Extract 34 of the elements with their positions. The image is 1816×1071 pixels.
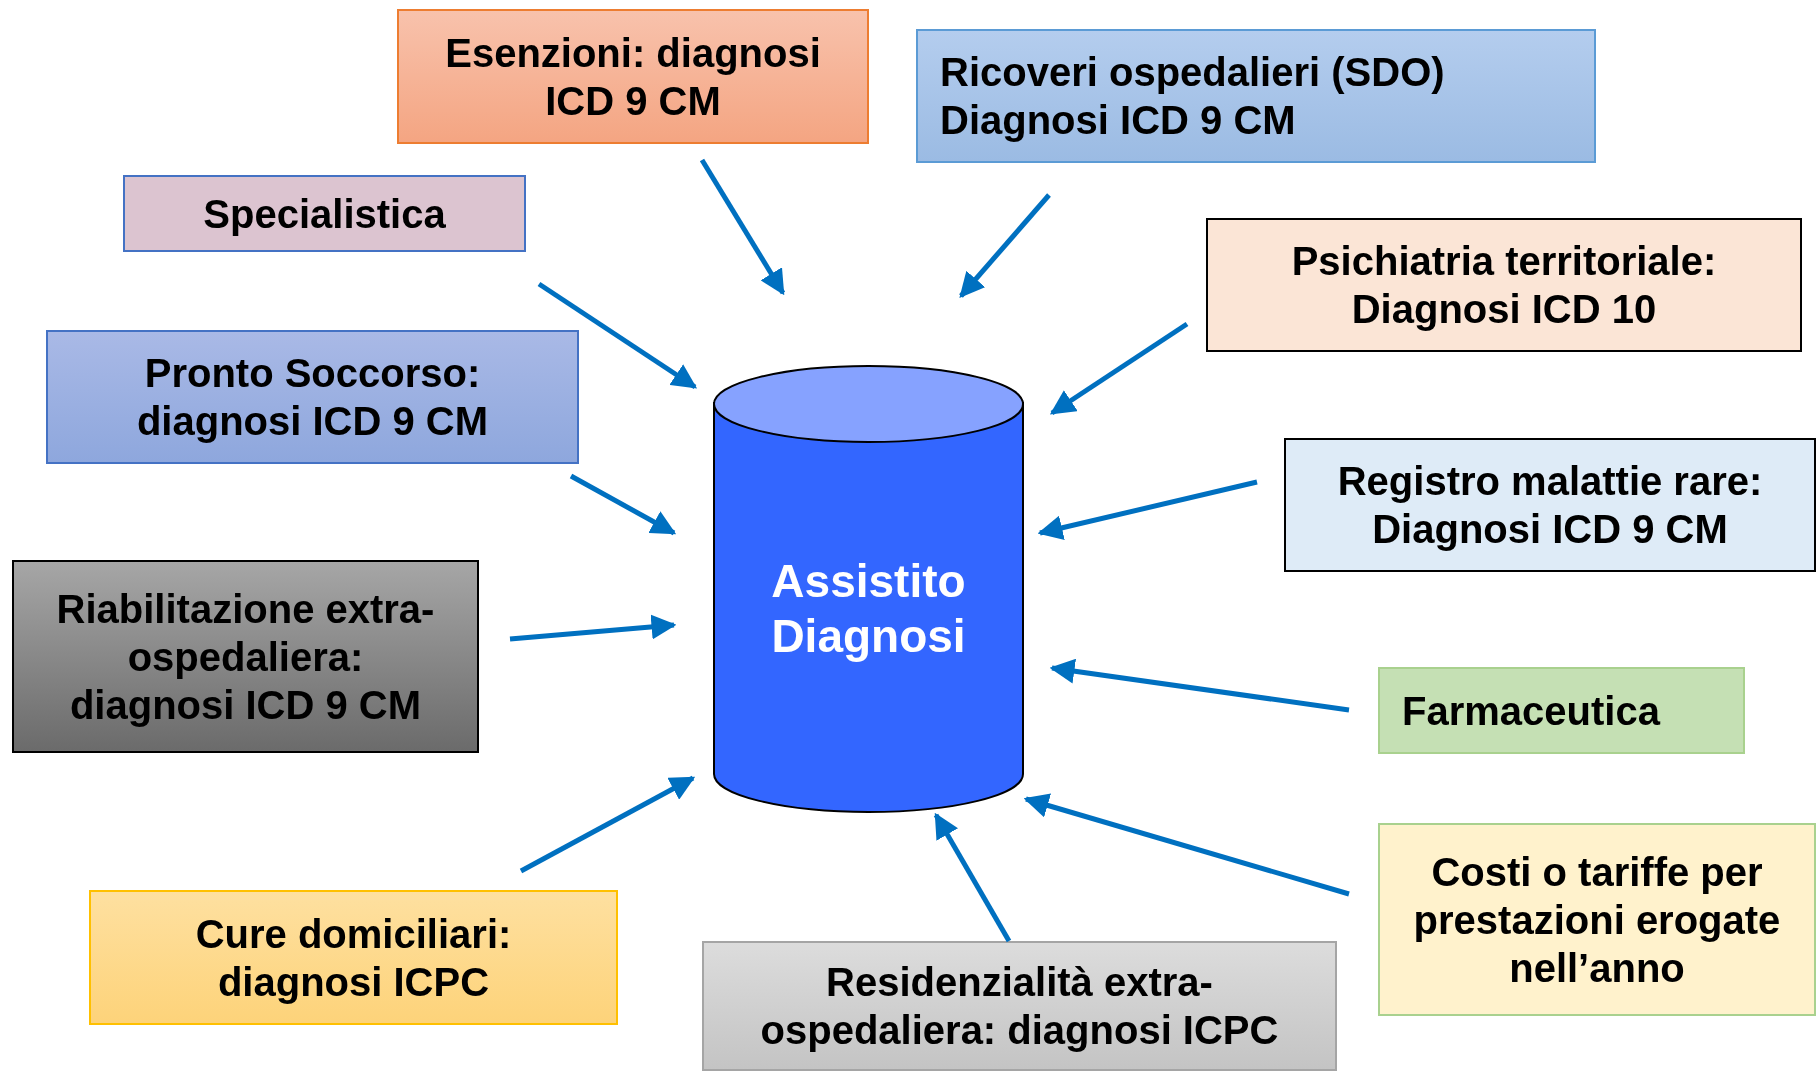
source-box bbox=[12, 560, 479, 753]
box-label: Psichiatria territoriale: Diagnosi ICD 10 bbox=[1290, 238, 1718, 333]
arrow bbox=[537, 281, 698, 390]
source-box bbox=[1378, 667, 1745, 754]
box-label: Registro malattie rare: Diagnosi ICD 9 CM bbox=[1336, 458, 1764, 553]
source-box bbox=[397, 9, 869, 144]
box-label: Specialistica bbox=[203, 190, 446, 238]
box-label: Cure domiciliari: diagnosi ICPC bbox=[194, 910, 513, 1006]
box-label: Esenzioni: diagnosi ICD 9 CM bbox=[444, 29, 822, 125]
source-box bbox=[1206, 218, 1802, 352]
box-label: Costi o tariffe per prestazioni erogate nell’anno bbox=[1412, 848, 1782, 992]
arrow bbox=[1037, 479, 1258, 540]
source-box bbox=[916, 29, 1596, 163]
arrow bbox=[699, 158, 786, 296]
source-box bbox=[1284, 438, 1816, 572]
arrow bbox=[933, 812, 1012, 943]
box-label: Pronto Soccorso: diagnosi ICD 9 CM bbox=[135, 350, 490, 445]
box-label: Residenzialità extra-ospedaliera: diagnosi ICPC bbox=[759, 959, 1280, 1054]
arrow bbox=[519, 775, 696, 874]
arrow bbox=[1023, 793, 1350, 897]
box-label: Ricoveri ospedalieri (SDO) Diagnosi ICD 9 CM bbox=[940, 49, 1446, 144]
source-box bbox=[1378, 823, 1816, 1016]
box-label: Assistito Diagnosi bbox=[770, 553, 967, 664]
arrow bbox=[1049, 321, 1189, 416]
source-box bbox=[123, 175, 526, 252]
source-box bbox=[89, 890, 618, 1025]
source-box bbox=[46, 330, 579, 464]
box-label: Farmaceutica bbox=[1402, 687, 1660, 735]
arrow bbox=[509, 614, 677, 642]
source-box bbox=[702, 941, 1337, 1071]
arrow bbox=[1049, 658, 1350, 713]
arrow bbox=[959, 193, 1051, 298]
box-label: Riabilitazione extra-ospedaliera: diagnosi ICD 9 CM bbox=[55, 585, 436, 729]
arrow bbox=[569, 473, 677, 536]
